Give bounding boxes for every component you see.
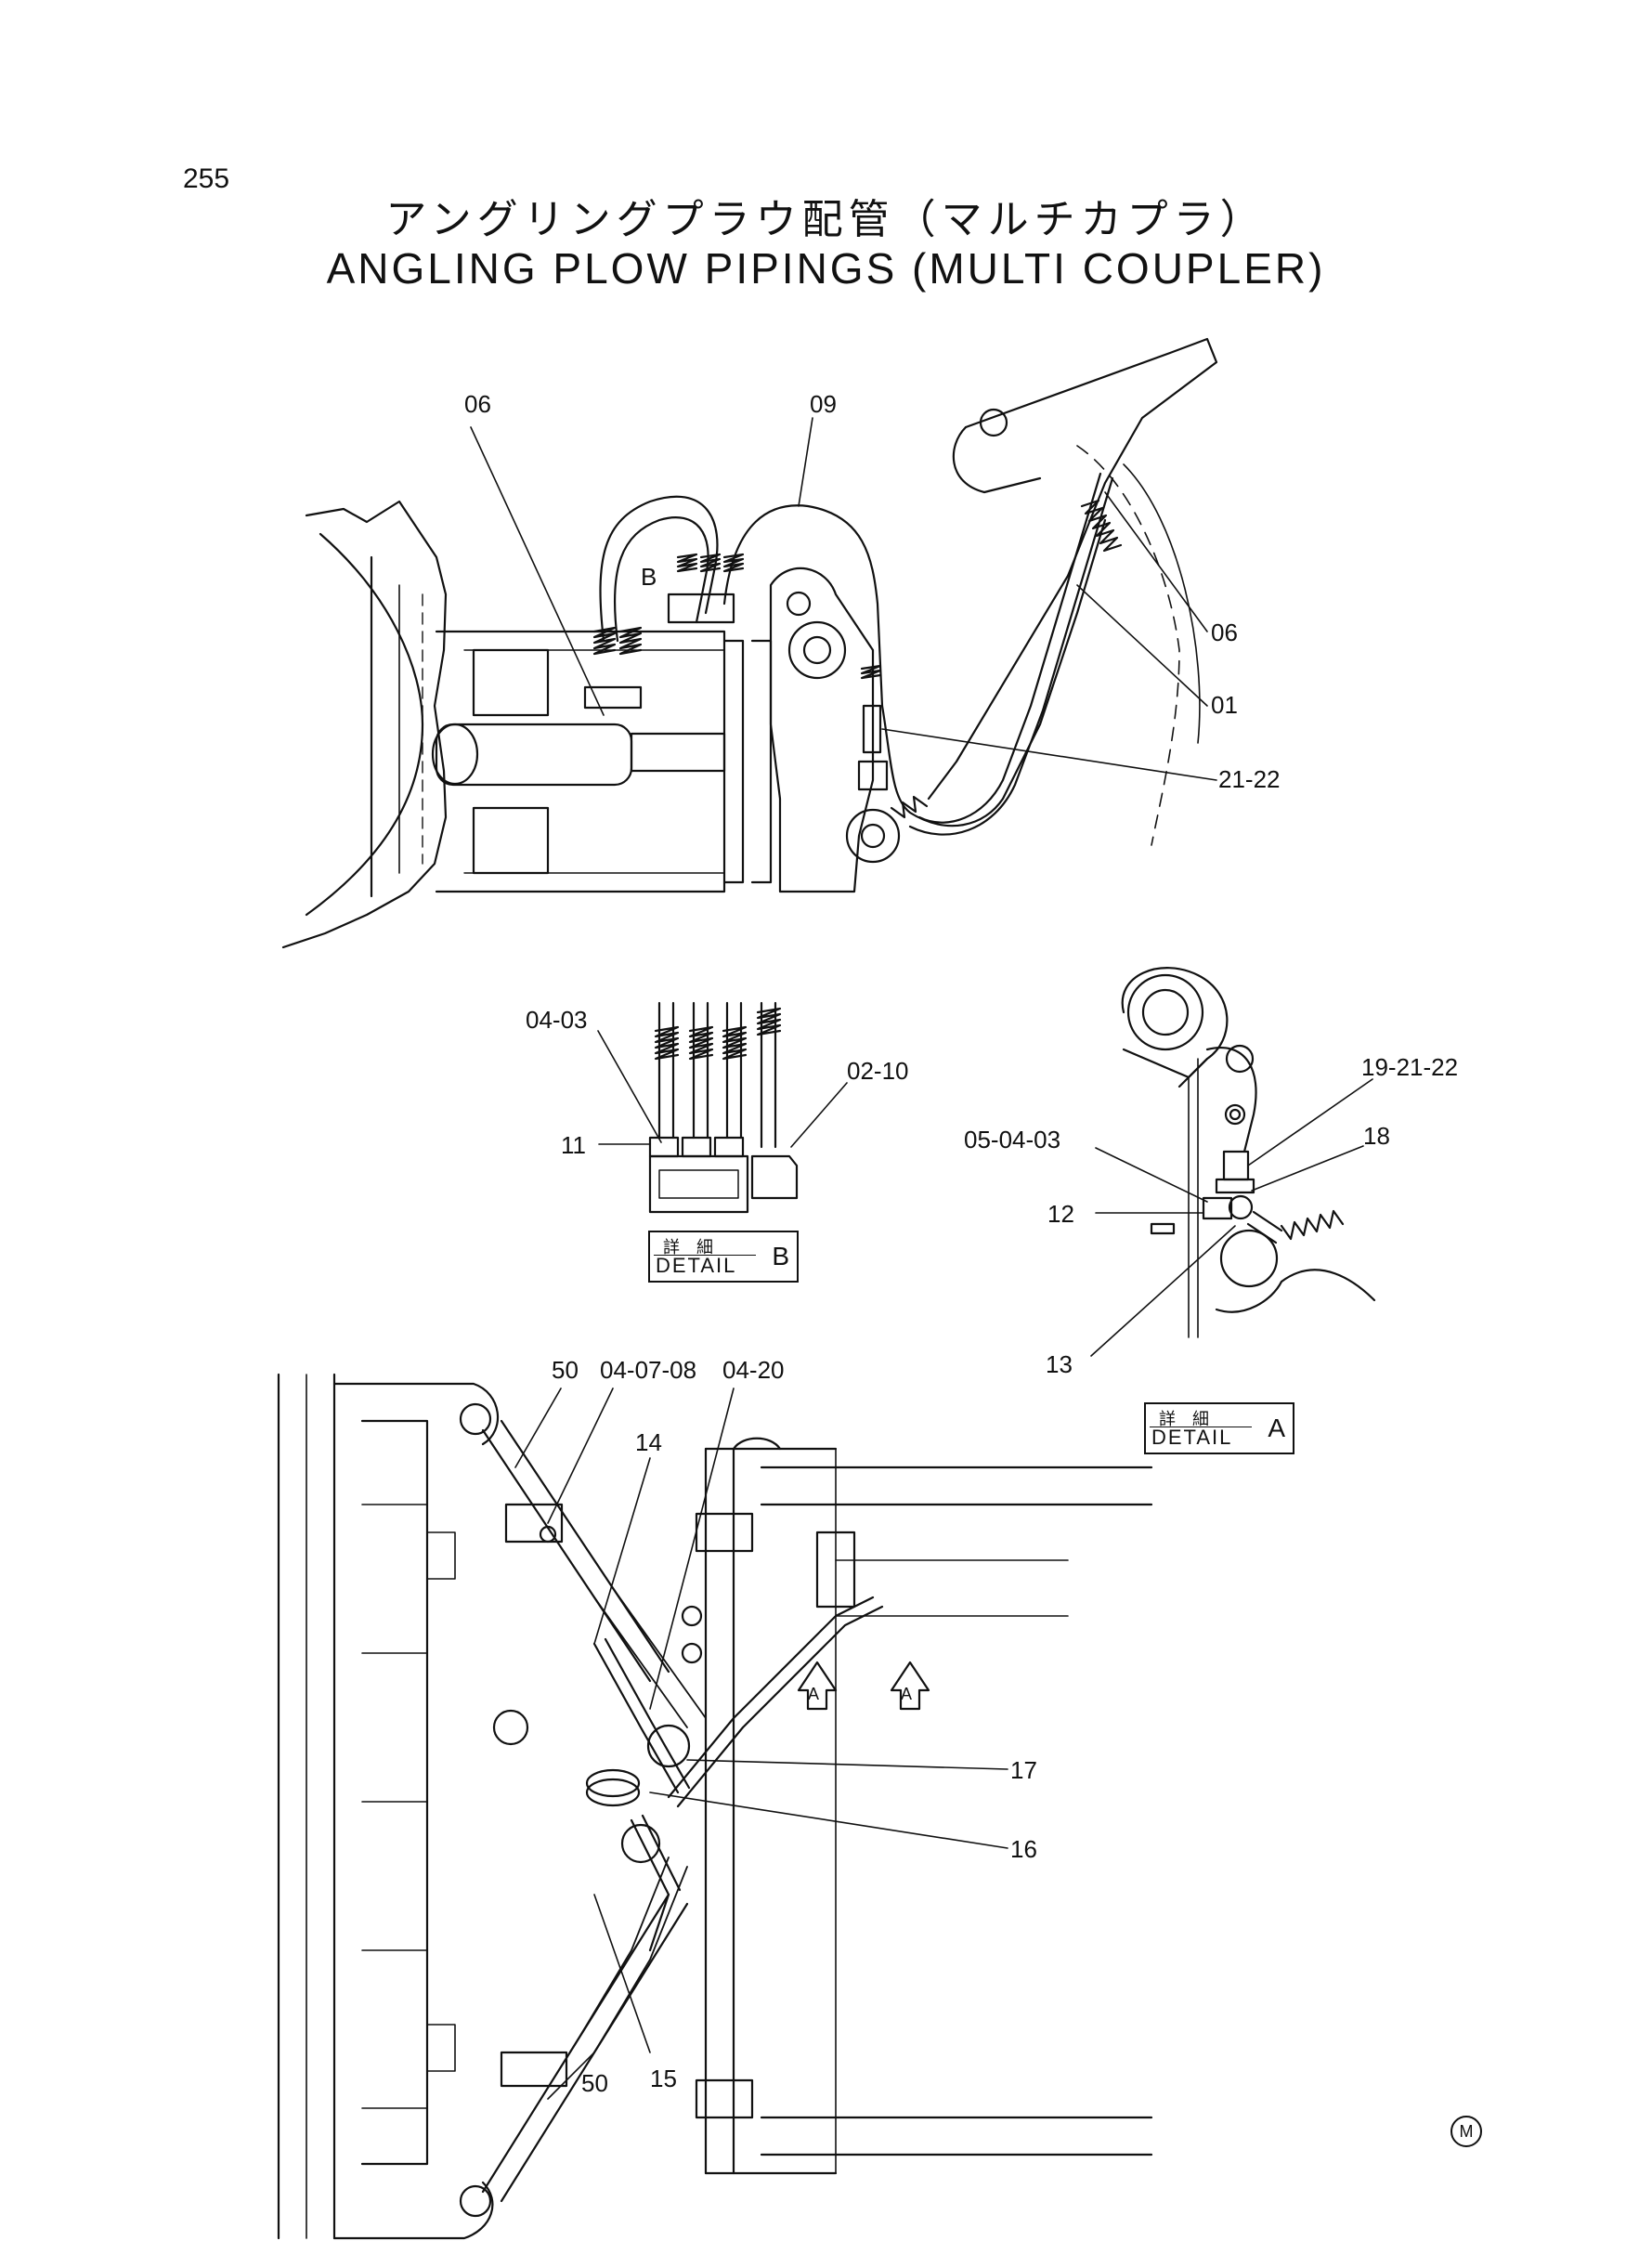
callout-09: 09 [810, 390, 837, 418]
detail-b-label-en: DETAIL [656, 1254, 737, 1277]
callout-04-07-08: 04-07-08 [600, 1356, 697, 1384]
callout-15: 15 [650, 2065, 677, 2092]
callout-16: 16 [1010, 1835, 1037, 1863]
callout-04-20: 04-20 [722, 1356, 785, 1384]
callout-21-22: 21-22 [1218, 765, 1281, 793]
title-english: ANGLING PLOW PIPINGS (MULTI COUPLER) [326, 244, 1326, 293]
corner-mark: M [1450, 2116, 1482, 2147]
callout-04-03: 04-03 [526, 1006, 588, 1034]
detail-a-letter: A [1268, 1414, 1285, 1442]
callout-13: 13 [1046, 1350, 1073, 1378]
callout-18: 18 [1363, 1122, 1390, 1150]
callout-17: 17 [1010, 1756, 1037, 1784]
view-marker-a-1: A [808, 1685, 820, 1703]
page-number: 255 [183, 163, 230, 194]
bottom-view-drawing [277, 1373, 1153, 2240]
callout-19-21-22: 19-21-22 [1361, 1053, 1459, 1081]
callout-05-04-03: 05-04-03 [964, 1126, 1061, 1153]
view-marker-b: B [641, 563, 657, 591]
view-marker-a-2: A [901, 1685, 913, 1703]
detail-a-drawing [1090, 967, 1376, 1357]
detail-a-label: 詳 細 DETAIL A [1144, 1402, 1294, 1454]
callout-06-top: 06 [464, 390, 491, 418]
callout-50-bottom: 50 [581, 2069, 608, 2097]
callout-06-right: 06 [1211, 619, 1238, 646]
callout-11: 11 [561, 1131, 586, 1159]
callout-02-10: 02-10 [847, 1057, 909, 1085]
detail-a-label-ja: 詳 細 [1159, 1410, 1209, 1428]
callout-12: 12 [1047, 1200, 1074, 1228]
detail-b-label: 詳 細 DETAIL B [648, 1231, 799, 1283]
detail-b-drawing [597, 1001, 848, 1214]
callout-14: 14 [635, 1428, 662, 1456]
detail-b-label-ja: 詳 細 [663, 1238, 713, 1257]
main-view-drawing [281, 337, 1218, 949]
detail-a-label-en: DETAIL [1151, 1426, 1233, 1449]
callout-01: 01 [1211, 691, 1238, 719]
callout-50-top: 50 [552, 1356, 579, 1384]
detail-b-letter: B [772, 1242, 789, 1270]
title-japanese: アングリングプラウ配管（マルチカプラ） [385, 197, 1267, 242]
